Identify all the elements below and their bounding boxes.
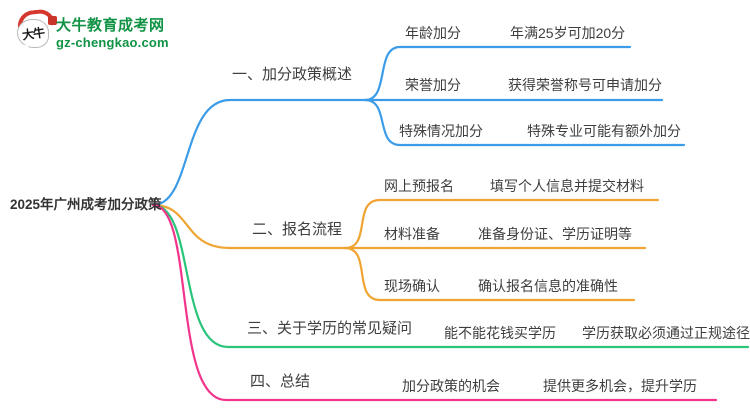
branch-2-child-3-link: [343, 246, 636, 302]
branch-1-main-link: [151, 98, 664, 207]
branch-4-title[interactable]: 四、总结: [250, 373, 311, 390]
branch-2-title[interactable]: 二、报名流程: [252, 221, 343, 238]
branch-2-child-1-link: [343, 198, 660, 250]
site-logo: 大牛 大牛教育成考网 gz-chengkao.com: [14, 8, 234, 58]
branch-1-child-3-label[interactable]: 特殊情况加分: [399, 123, 483, 139]
branch-1-child-1-label[interactable]: 年龄加分: [405, 25, 461, 41]
site-name: 大牛教育成考网: [56, 17, 165, 34]
branch-1-child-3-link: [363, 98, 686, 147]
branch-3-links: [151, 203, 750, 349]
branch-2-child-2-label[interactable]: 材料准备: [384, 226, 440, 242]
branch-3-main-link: [151, 203, 750, 349]
branch-1-child-1-detail[interactable]: 年满25岁可加20分: [510, 25, 626, 41]
root-node[interactable]: 2025年广州成考加分政策: [10, 197, 162, 212]
branch-2-child-1-label[interactable]: 网上预报名: [384, 178, 454, 194]
branch-2-child-3-detail[interactable]: 确认报名信息的准确性: [478, 278, 618, 294]
branch-4-links: [151, 203, 718, 402]
logo-characters: 大牛: [21, 25, 45, 43]
branch-4-child-1-detail[interactable]: 提供更多机会，提升学历: [543, 378, 697, 394]
branch-2-child-3-label[interactable]: 现场确认: [384, 278, 440, 294]
logo-seal-icon: [48, 16, 57, 25]
branch-1-child-2-label[interactable]: 荣誉加分: [405, 77, 461, 93]
logo-speech-bubble-icon: 大牛: [17, 19, 49, 48]
branch-2-links: [151, 198, 660, 302]
branch-1-child-2-detail[interactable]: 获得荣誉称号可申请加分: [508, 77, 662, 93]
branch-4-child-1-label[interactable]: 加分政策的机会: [402, 378, 500, 394]
branch-2-child-2-detail[interactable]: 准备身份证、学历证明等: [478, 226, 632, 242]
branch-3-child-1-label[interactable]: 能不能花钱买学历: [444, 325, 556, 341]
branch-1-child-1-link: [363, 45, 632, 102]
branch-2-child-1-detail[interactable]: 填写个人信息并提交材料: [490, 178, 644, 194]
branch-4-main-link: [151, 203, 718, 402]
branch-1-title[interactable]: 一、加分政策概述: [232, 66, 353, 83]
logo-mark: 大牛: [14, 8, 60, 54]
branch-1-links: [151, 45, 686, 207]
branch-1-child-3-detail[interactable]: 特殊专业可能有额外加分: [527, 123, 681, 139]
site-domain: gz-chengkao.com: [56, 35, 169, 50]
branch-3-child-1-detail[interactable]: 学历获取必须通过正规途径: [582, 325, 750, 341]
branch-3-title[interactable]: 三、关于学历的常见疑问: [247, 320, 413, 337]
branch-2-main-link: [151, 203, 647, 250]
